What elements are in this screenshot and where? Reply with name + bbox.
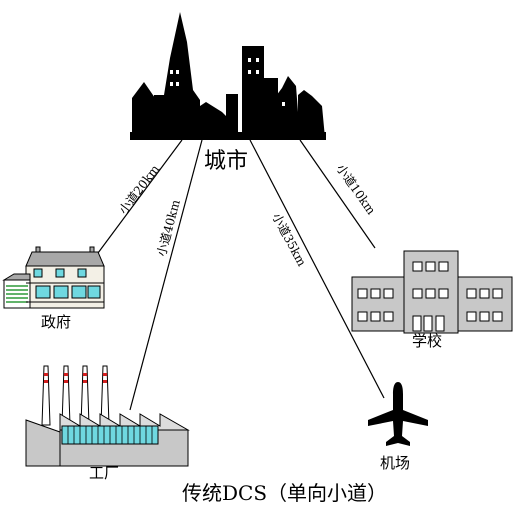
factory-chimneys (41, 365, 110, 426)
airplane-icon (368, 382, 428, 446)
node-label-airport: 机场 (380, 454, 410, 472)
node-label-factory: 工厂 (89, 464, 119, 482)
edge-line-government (97, 139, 183, 254)
connections (97, 139, 385, 411)
edge-label-school: 小道10km (334, 162, 379, 218)
edge-label-government: 小道20km (116, 162, 162, 217)
node-label-city: 城市 (204, 149, 248, 174)
edge-label-airport: 小道35km (269, 211, 309, 269)
school-building-icon (351, 250, 513, 334)
node-label-government: 政府 (41, 313, 71, 331)
edge-line-factory (129, 139, 203, 411)
edge-line-school (299, 139, 376, 249)
diagram-caption: 传统DCS（单向小道） (182, 481, 387, 505)
factory-icon (25, 365, 190, 467)
node-label-school: 学校 (412, 332, 442, 350)
government-building-icon (2, 246, 105, 309)
edge-line-airport (249, 139, 385, 399)
city-skyline-icon (130, 12, 326, 140)
